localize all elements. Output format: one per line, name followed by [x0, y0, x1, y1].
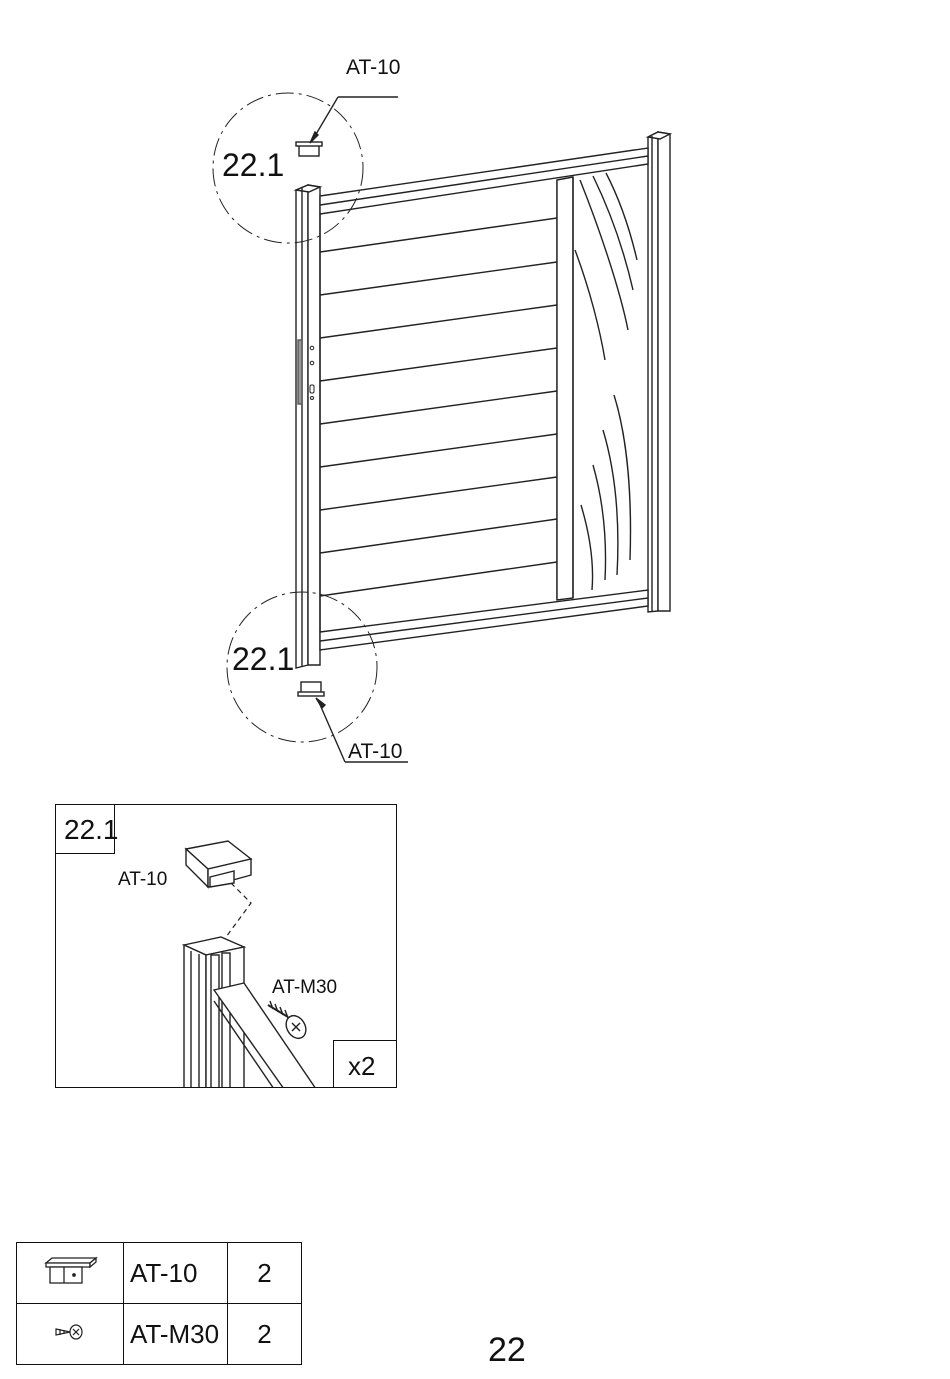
cap-part-label: AT-10	[118, 870, 167, 889]
parts-row: AT-10 2	[17, 1243, 302, 1304]
top-callout-part-label: AT-10	[346, 57, 400, 78]
horizontal-slats	[320, 180, 557, 632]
top-callout-detail-ref: 22.1	[222, 149, 284, 181]
multiplier-label: x2	[348, 1053, 375, 1079]
parts-qty: 2	[228, 1243, 302, 1304]
left-post	[296, 185, 320, 668]
parts-row: AT-M30 2	[17, 1304, 302, 1365]
screw-part-label: AT-M30	[272, 978, 337, 997]
detail-ref-box: 22.1	[55, 804, 115, 854]
end-cap-detail	[186, 841, 251, 887]
bottom-rail	[320, 590, 648, 650]
top-rail	[320, 148, 648, 214]
parts-code: AT-M30	[124, 1304, 228, 1365]
bottom-callout-part-label: AT-10	[348, 741, 402, 762]
parts-icon-cell	[17, 1304, 124, 1365]
gate-assembly-drawing	[0, 0, 950, 800]
parts-code: AT-10	[124, 1243, 228, 1304]
decorative-panel	[557, 173, 637, 600]
right-post	[648, 132, 670, 612]
detail-ref-label: 22.1	[64, 816, 119, 844]
parts-icon-cell	[17, 1243, 124, 1304]
screw-icon	[52, 1322, 88, 1342]
end-cap-icon	[40, 1255, 100, 1287]
parts-qty: 2	[228, 1304, 302, 1365]
bottom-callout-detail-ref: 22.1	[232, 643, 294, 675]
detail-panel: 22.1 AT-10 AT-M30 x2	[55, 804, 397, 1088]
parts-list-table: AT-10 2 AT-M30 2	[16, 1242, 302, 1365]
page-number: 22	[488, 1333, 526, 1367]
multiplier-box: x2	[333, 1040, 397, 1088]
